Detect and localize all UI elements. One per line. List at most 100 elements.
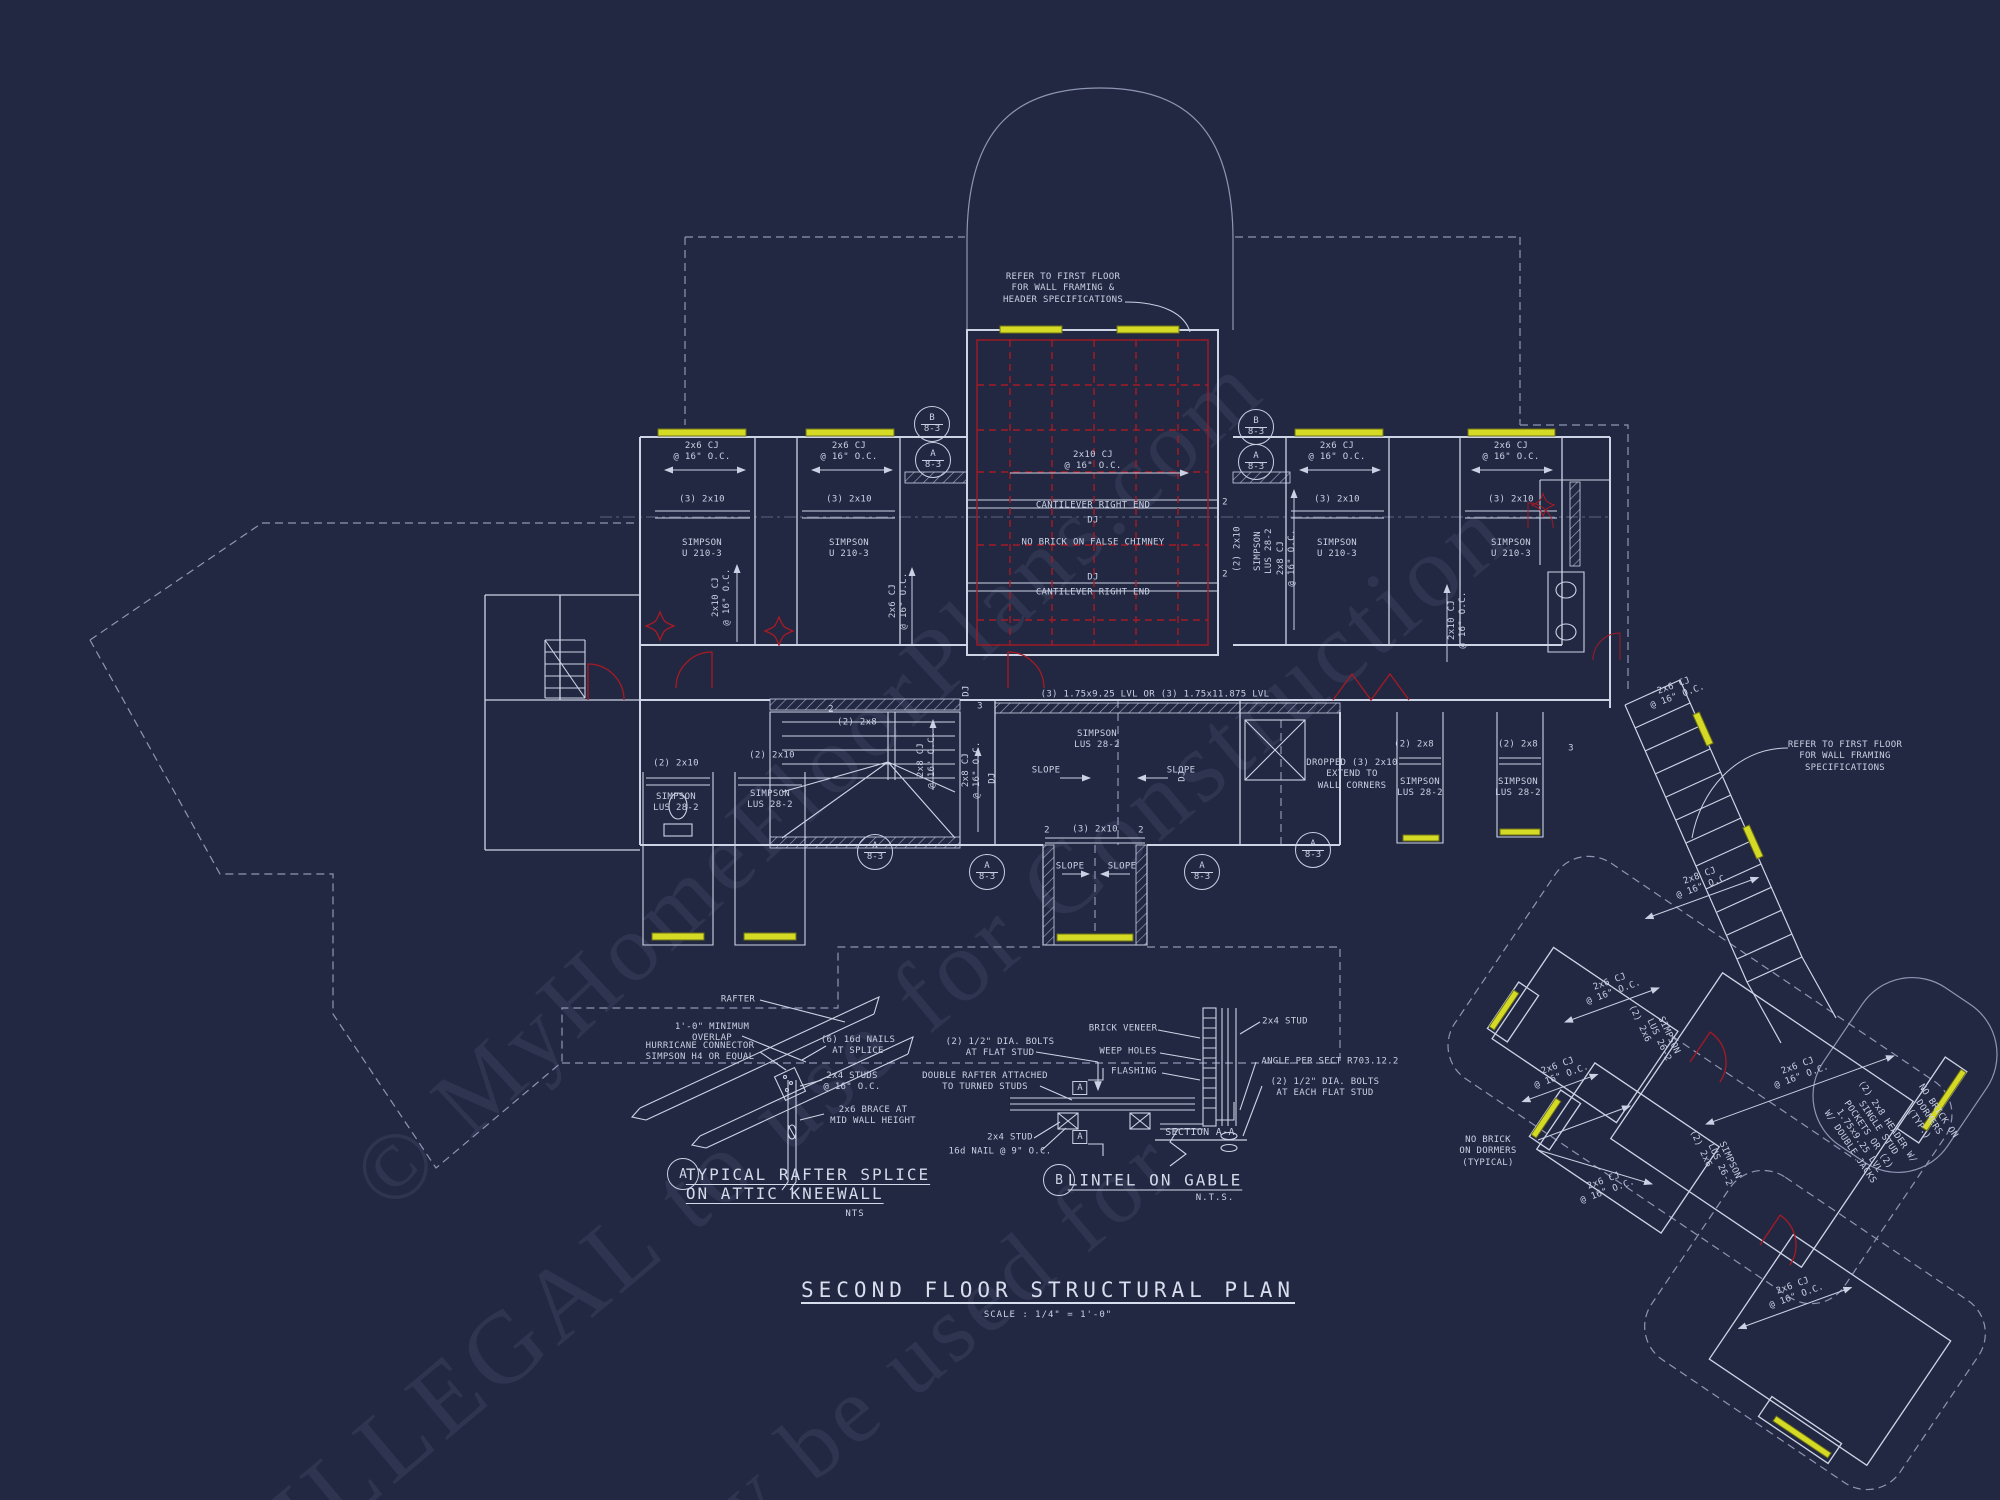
tick-2: 2 — [828, 704, 834, 715]
label-simpson-u210: SIMPSON U 210-3 — [828, 537, 870, 559]
tick-3: 3 — [1568, 743, 1574, 754]
detail-b-bolts-each: (2) 1/2" DIA. BOLTS AT EACH FLAT STUD — [1270, 1076, 1380, 1098]
label-dj: DJ — [1087, 515, 1099, 526]
detail-b-marker-a: A — [1072, 1130, 1088, 1144]
label-slope: SLOPE — [1107, 861, 1137, 872]
label-cj-2x10-vert: 2x10 CJ @ 16" O.C. — [710, 568, 732, 626]
label-simpson-lus28: SIMPSON LUS 28-2 — [747, 788, 793, 810]
detail-b-angle: ANGLE PER SECT R703.12.2 — [1261, 1056, 1399, 1067]
detail-a-circle: A — [667, 1158, 699, 1190]
detail-b-geometry — [1010, 1007, 1263, 1167]
label-bottom-dormer-header: (3) 2x10 — [1072, 824, 1118, 835]
detail-b-flashing: FLASHING — [1111, 1066, 1157, 1077]
label-simpson-lus28: SIMPSON LUS 28-2 — [1397, 776, 1443, 798]
label-slope: SLOPE — [1031, 765, 1061, 776]
label-simpson-lus28: SIMPSON LUS 28-2 — [1495, 776, 1541, 798]
label-lvl-beam: (3) 1.75x9.25 LVL OR (3) 1.75x11.875 LVL — [1040, 689, 1270, 700]
red-doors — [587, 492, 1797, 1266]
detail-b-title: LINTEL ON GABLE — [1067, 1170, 1243, 1190]
label-cj-2x6: 2x6 CJ @ 16" O.C. — [673, 440, 731, 462]
detail-a-brace: 2x6 BRACE AT MID WALL HEIGHT — [830, 1104, 916, 1126]
hatched-walls — [769, 471, 1581, 946]
label-simpson-lus28-vert: SIMPSON LUS 28-2 — [1252, 528, 1274, 574]
label-dormer-header: (2) 2x8 — [1497, 739, 1539, 750]
label-stair-header: (2) 2x8 — [836, 717, 878, 728]
detail-a-overlap: 1'-0" MINIMUM OVERLAP — [674, 1021, 750, 1043]
framing-lines — [544, 479, 1610, 946]
label-dormer-header: (2) 2x10 — [749, 750, 795, 761]
tick-2: 2 — [1138, 825, 1144, 836]
tick-2: 2 — [1222, 569, 1228, 580]
detail-a-title: TYPICAL RAFTER SPLICE ON ATTIC KNEEWALL — [685, 1165, 931, 1203]
tick-2: 2 — [1222, 497, 1228, 508]
page-title: SECOND FLOOR STRUCTURAL PLAN — [800, 1278, 1296, 1302]
detail-b-nail: 16d NAIL @ 9" O.C. — [948, 1146, 1052, 1157]
label-dormer-header: (2) 2x10 — [653, 758, 699, 769]
detail-b-double-rafter: DOUBLE RAFTER ATTACHED TO TURNED STUDS — [922, 1070, 1048, 1092]
page-scale: SCALE : 1/4" = 1'-0" — [983, 1310, 1113, 1320]
detail-b-section: SECTION A-A — [1165, 1126, 1235, 1138]
label-header-3-2x10: (3) 2x10 — [679, 494, 725, 505]
detail-b-bolts-flat: (2) 1/2" DIA. BOLTS AT FLAT STUD — [945, 1036, 1055, 1058]
label-dormer-header: (2) 2x8 — [1393, 739, 1435, 750]
label-simpson-u210: SIMPSON U 210-3 — [681, 537, 723, 559]
tick-2: 2 — [1044, 825, 1050, 836]
detail-b-weep-holes: WEEP HOLES — [1099, 1046, 1157, 1057]
label-cj-2x8-vert: 2x8 CJ @ 16" O.C. — [960, 741, 982, 799]
label-simpson-lus28: SIMPSON LUS 28-2 — [653, 791, 699, 813]
label-simpson-u210: SIMPSON U 210-3 — [1316, 537, 1358, 559]
detail-b-stud: 2x4 STUD — [987, 1132, 1033, 1143]
detail-b-stud2: 2x4 STUD — [1262, 1016, 1308, 1027]
note-refer-first-floor-right: REFER TO FIRST FLOOR FOR WALL FRAMING SP… — [1787, 740, 1903, 773]
label-chimney-cj: 2x10 CJ @ 16" O.C. — [1064, 449, 1122, 471]
label-cj-2x6: 2x6 CJ @ 16" O.C. — [1308, 440, 1366, 462]
label-dj: DJ — [1087, 572, 1099, 583]
note-no-brick-dormers: NO BRICK ON DORMERS (TYPICAL) — [1459, 1135, 1517, 1168]
red-framing-grid — [976, 339, 1209, 646]
label-dropped-beam: DROPPED (3) 2x10 EXTEND TO WALL CORNERS — [1306, 758, 1398, 791]
label-cantilever: CANTILEVER RIGHT END — [1035, 587, 1151, 598]
label-cantilever: CANTILEVER RIGHT END — [1035, 500, 1151, 511]
window-sills — [651, 325, 1967, 1459]
detail-a-nts: NTS — [845, 1209, 865, 1219]
label-cj-2x8-vert: 2x8 CJ @ 16" O.C. — [1275, 529, 1297, 587]
partition-walls — [484, 437, 1563, 851]
leader-arrows — [664, 301, 1895, 1330]
detail-a-geometry — [630, 996, 914, 1191]
detail-a-hurricane: HURRICANE CONNECTOR SIMPSON H4 OR EQUAL — [645, 1040, 755, 1062]
detail-a-studs: 2x4 STUDS @ 16" O.C. — [823, 1070, 881, 1092]
label-cj-2x6: 2x6 CJ @ 16" O.C. — [820, 440, 878, 462]
detail-a-rafter: RAFTER — [720, 994, 756, 1005]
label-cj-2x6: 2x6 CJ @ 16" O.C. — [1482, 440, 1540, 462]
label-2-2x10-vert: (2) 2x10 — [1232, 526, 1243, 572]
label-no-brick-chimney: NO BRICK ON FALSE CHIMNEY — [1021, 537, 1165, 548]
label-header-3-2x10: (3) 2x10 — [1314, 494, 1360, 505]
dome-outline — [966, 87, 1998, 1174]
label-simpson-lus28: SIMPSON LUS 28-2 — [1074, 728, 1120, 750]
label-cj-2x6-vert: 2x6 CJ @ 16" O.C. — [887, 572, 909, 630]
note-refer-first-floor-top: REFER TO FIRST FLOOR FOR WALL FRAMING & … — [1002, 272, 1124, 305]
label-header-3-2x10: (3) 2x10 — [826, 494, 872, 505]
label-slope: SLOPE — [1055, 861, 1085, 872]
detail-b-brick-veneer: BRICK VENEER — [1088, 1023, 1158, 1034]
label-simpson-u210: SIMPSON U 210-3 — [1490, 537, 1532, 559]
label-cj-2x10-vert: 2x10 CJ @ 16" O.C. — [1446, 591, 1468, 649]
label-dj-vert: DJ — [961, 685, 972, 697]
detail-b-circle: B — [1043, 1164, 1075, 1196]
detail-b-nts: N.T.S. — [1195, 1193, 1235, 1203]
label-slope: SLOPE — [1166, 765, 1196, 776]
detail-a-nails: (6) 16d NAILS AT SPLICE — [820, 1034, 896, 1056]
rear-wing — [1486, 946, 1968, 1467]
label-cj-2x8-vert: 2x8 CJ @ 16" O.C. — [915, 731, 937, 789]
detail-b-marker-a: A — [1072, 1081, 1088, 1095]
